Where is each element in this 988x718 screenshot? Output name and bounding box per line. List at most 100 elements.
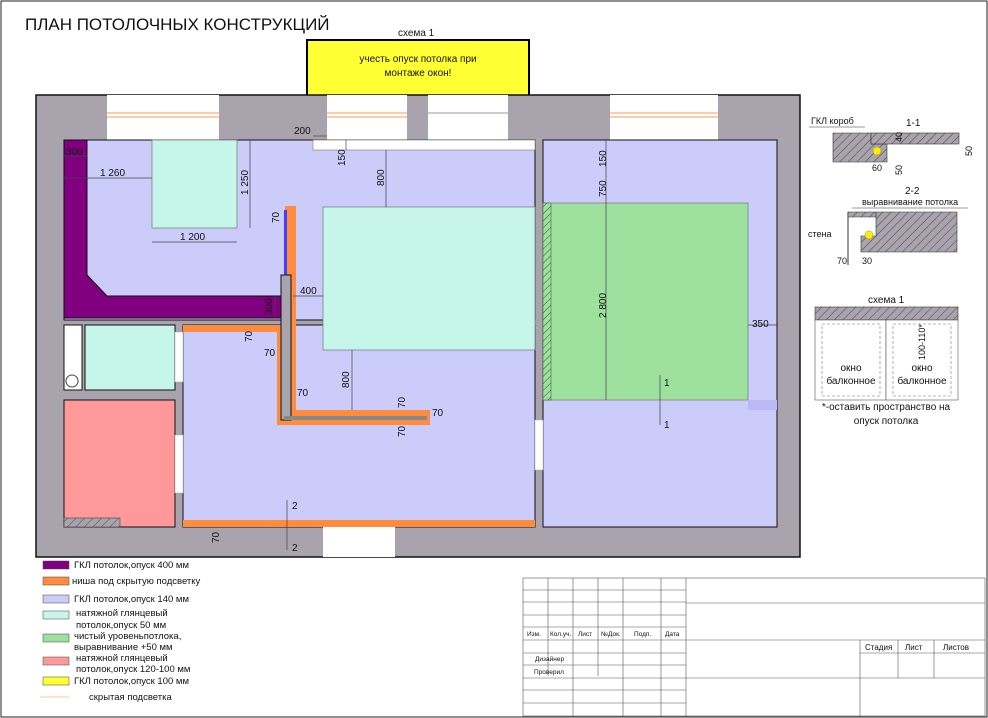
hatched-box: [63, 517, 121, 528]
tb-header: Кол.уч.: [550, 631, 571, 638]
dim-label: 800: [376, 169, 387, 186]
legend-swatch: [42, 676, 70, 686]
yellow-note-line-1: учесть опуск потолка при: [359, 54, 476, 65]
detail-label: стена: [808, 229, 832, 239]
door-opening: [174, 434, 184, 494]
mint-bathroom-ceiling: [84, 324, 176, 391]
dimension-labels: 300 1 260 1 250 1 200 200 150 800 70 400…: [66, 126, 769, 554]
tb-checked: Проверил: [534, 669, 564, 676]
legend-swatch: [42, 576, 70, 586]
window-label: окно: [840, 363, 861, 374]
detail-label: выравнивание потолка: [862, 197, 958, 207]
lavender-ceiling-hall: [182, 324, 536, 528]
dim-label: 200: [294, 126, 311, 137]
dim-label: 70: [397, 425, 408, 437]
legend: ГКЛ потолок,опуск 400 мм ниша под скрыту…: [40, 560, 201, 703]
tb-stage: Стадия: [865, 643, 892, 652]
hatched-edge: [542, 202, 552, 401]
detail-label: 70: [837, 256, 847, 266]
drain-icon: [65, 374, 79, 388]
legend-swatch: [42, 560, 70, 570]
detail-label: 50: [964, 146, 974, 156]
legend-label: натяжной глянцевый: [76, 653, 168, 664]
purple-gkl-drop-400: [63, 139, 284, 319]
window-label: балконное: [897, 375, 947, 387]
door-opening: [534, 419, 544, 471]
legend-label: ГКЛ потолок,опуск 400 мм: [74, 560, 189, 571]
detail-label: 50: [894, 165, 904, 175]
detail-label: 60: [872, 163, 882, 173]
detail-label: ГКЛ короб: [811, 116, 854, 126]
scheme-1-label: схема 1: [398, 28, 435, 39]
bath-fixture: [63, 324, 83, 391]
dim-label: 150: [337, 149, 348, 166]
mint-stretch-ceiling-small: [151, 139, 238, 229]
detail-label: 100-110*: [917, 324, 927, 360]
dim-label: 1 250: [240, 170, 251, 195]
tb-header: Лист: [578, 631, 592, 638]
windows: [107, 95, 718, 141]
dimension-lines: [64, 135, 777, 550]
blue-strip: [284, 210, 287, 275]
footnote: *-оставить пространство на: [822, 402, 951, 413]
dim-label: 300: [264, 298, 275, 315]
green-ceiling-level: [542, 202, 749, 401]
legend-label: потолок,опуск 50 мм: [76, 620, 166, 631]
dim-label: 70: [211, 531, 222, 543]
legend-swatch: [42, 633, 70, 643]
dim-label: 2: [292, 543, 298, 554]
legend-label: ниша под скрытую подсветку: [72, 576, 201, 587]
detail-label: 40: [894, 132, 904, 142]
section-detail-2-2: 2-2 выравнивание потолка стена 70 30: [808, 186, 968, 266]
dim-label: 2: [292, 501, 298, 512]
title-block-labels: Изм. Кол.уч. Лист №Док. Подп. Дата Дизай…: [527, 631, 969, 676]
legend-label: потолок,опуск 120-100 мм: [76, 664, 190, 675]
dim-label: 800: [341, 371, 352, 388]
mint-stretch-ceiling-large: [322, 206, 536, 351]
dim-label: 70: [264, 348, 276, 359]
legend-label: выравнивание +50 мм: [74, 642, 173, 653]
legend-swatch: [42, 656, 70, 666]
partition-wall: [280, 274, 292, 421]
dim-label: 2 800: [598, 293, 609, 318]
legend-label: натяжной глянцевый: [76, 608, 168, 619]
detail-label: 1-1: [906, 118, 921, 129]
title-block: [522, 577, 986, 717]
window-label: балконное: [826, 375, 876, 387]
dim-label: 1: [664, 378, 670, 389]
dim-label: 1 260: [100, 168, 125, 179]
tb-sheets: Листов: [943, 643, 969, 652]
pink-stretch-ceiling: [63, 399, 176, 528]
tb-header: №Док.: [601, 631, 621, 638]
window-recess: [312, 139, 536, 151]
entrance-opening: [323, 527, 395, 557]
detail-label: 30: [862, 256, 872, 266]
section-detail-1-1: ГКЛ короб 1-1 40 50 50 60: [809, 116, 974, 175]
partition-wall-horizontal: [284, 416, 427, 420]
page-title: ПЛАН ПОТОЛОЧНЫХ КОНСТРУКЦИЙ: [25, 15, 330, 34]
column-notch: [748, 400, 777, 410]
dim-label: 1 200: [180, 232, 205, 243]
tb-header: Изм.: [527, 631, 541, 638]
dim-label: 300: [66, 147, 83, 158]
legend-swatch: [42, 594, 70, 604]
dim-label: 1: [664, 420, 670, 431]
legend-label: скрытая подсветка: [89, 692, 172, 703]
dim-label: 70: [271, 211, 282, 223]
dim-label: 70: [397, 396, 408, 408]
footnote: опуск потолка: [854, 416, 919, 427]
legend-label: чистый уровеньпотлока,: [74, 631, 181, 642]
dim-label: 400: [300, 286, 317, 297]
dim-label: 70: [297, 388, 309, 399]
dim-label: 70: [432, 408, 444, 419]
legend-label: ГКЛ потолок,опуск 100 мм: [74, 676, 189, 687]
detail-label: схема 1: [868, 295, 905, 306]
dim-label: 150: [598, 150, 609, 167]
detail-label: 2-2: [905, 186, 920, 197]
dim-label: 70: [244, 330, 255, 342]
yellow-note-line-2: монтаже окон!: [385, 68, 452, 79]
tb-header: Подп.: [634, 631, 651, 638]
